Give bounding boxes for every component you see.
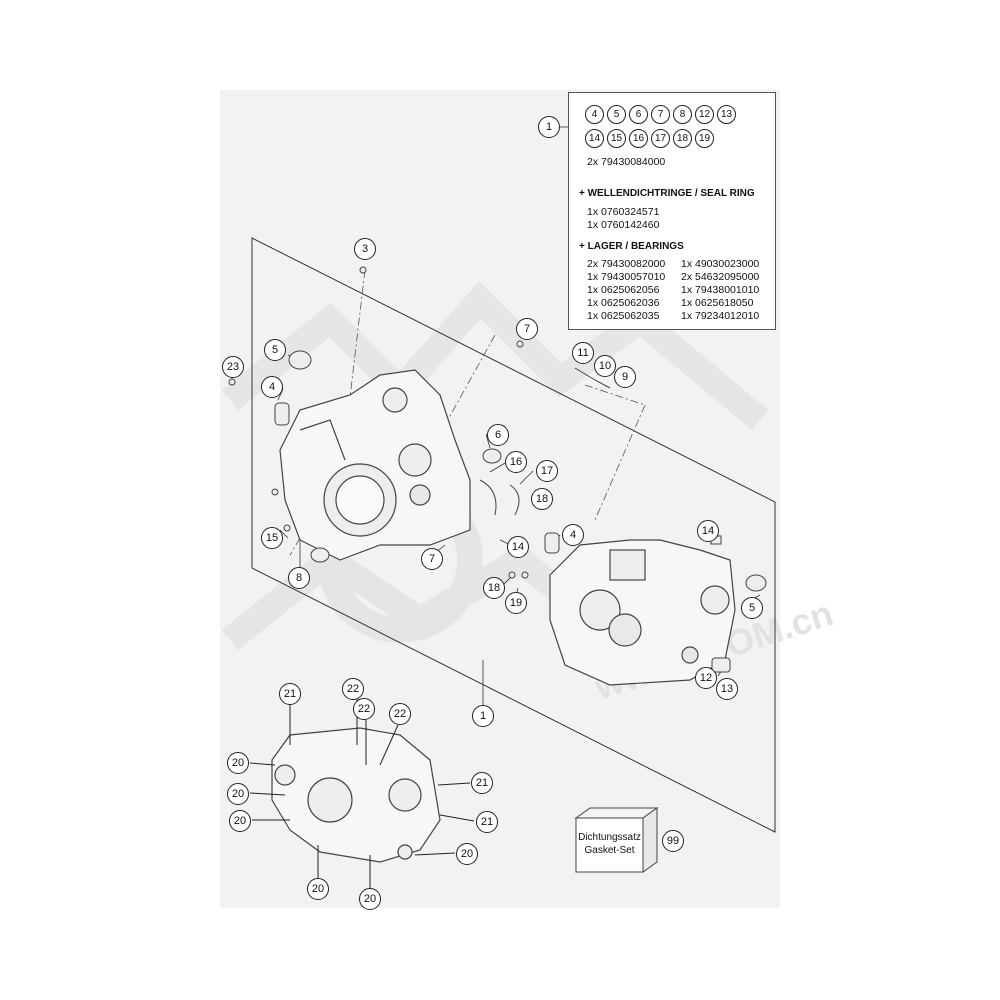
callout-18: 18 <box>483 577 505 599</box>
left-crankcase-half <box>279 369 471 561</box>
callout-19: 19 <box>505 592 527 614</box>
callout-4: 4 <box>261 376 283 398</box>
callout-10: 10 <box>594 355 616 377</box>
callout-22: 22 <box>353 698 375 720</box>
seal-part-number: 1x 0760324571 <box>587 206 660 218</box>
kit-item: 7 <box>651 105 670 124</box>
callout-99: 99 <box>662 830 684 852</box>
callout-3: 3 <box>354 238 376 260</box>
kit-item: 4 <box>585 105 604 124</box>
bearing-part-number: 1x 0625062036 <box>587 297 660 309</box>
callout-20: 20 <box>359 888 381 910</box>
kit-part-number: 2x 79430084000 <box>587 156 666 168</box>
kit-item: 16 <box>629 129 648 148</box>
callout-17: 17 <box>536 460 558 482</box>
callout-8: 8 <box>288 567 310 589</box>
callout-23: 23 <box>222 356 244 378</box>
kit-item: 5 <box>607 105 626 124</box>
callout-12: 12 <box>695 667 717 689</box>
kit-item: 14 <box>585 129 604 148</box>
bearing-part-number: 1x 0625062035 <box>587 310 660 322</box>
bearing-part-number: 2x 54632095000 <box>681 271 760 283</box>
callout-22: 22 <box>389 703 411 725</box>
kit-item: 18 <box>673 129 692 148</box>
callout-20: 20 <box>229 810 251 832</box>
gasket-set-label-de: Dichtungssatz <box>578 832 641 843</box>
kit-item: 12 <box>695 105 714 124</box>
kit-item: 15 <box>607 129 626 148</box>
callout-9: 9 <box>614 366 636 388</box>
bearing-part-number: 1x 49030023000 <box>681 258 760 270</box>
bearing-part-number: 1x 0625062056 <box>587 284 660 296</box>
inset-crankcase-view <box>271 727 441 863</box>
callout-16: 16 <box>505 451 527 473</box>
bearing-part-number: 1x 79438001010 <box>681 284 760 296</box>
callout-7: 7 <box>516 318 538 340</box>
callout-20: 20 <box>227 783 249 805</box>
small-parts <box>228 266 767 673</box>
kit-item: 19 <box>695 129 714 148</box>
callout-21: 21 <box>476 811 498 833</box>
bearings-heading: + LAGER / BEARINGS <box>579 241 684 252</box>
callout-1: 1 <box>538 116 560 138</box>
gasket-set-box-drawing <box>574 807 659 873</box>
parts-info-box: 4 5 6 7 8 12 13 14 15 16 17 18 19 2x 794… <box>568 92 776 330</box>
callout-1: 1 <box>472 705 494 727</box>
callout-5: 5 <box>741 597 763 619</box>
kit-item: 17 <box>651 129 670 148</box>
bearing-part-number: 2x 79430082000 <box>587 258 666 270</box>
callout-11: 11 <box>572 342 594 364</box>
kit-item: 6 <box>629 105 648 124</box>
seal-ring-heading: + WELLENDICHTRINGE / SEAL RING <box>579 188 755 199</box>
callout-22: 22 <box>342 678 364 700</box>
callout-21: 21 <box>471 772 493 794</box>
callout-21: 21 <box>279 683 301 705</box>
assembly-outline <box>251 237 776 833</box>
bearing-part-number: 1x 0625618050 <box>681 297 754 309</box>
callout-14: 14 <box>697 520 719 542</box>
callout-5: 5 <box>264 339 286 361</box>
bearing-part-number: 1x 79430057010 <box>587 271 666 283</box>
callout-20: 20 <box>307 878 329 900</box>
seal-part-number: 1x 0760142460 <box>587 219 660 231</box>
bearing-part-number: 1x 79234012010 <box>681 310 760 322</box>
inset-arrows <box>249 698 475 888</box>
right-crankcase-half <box>549 539 736 686</box>
callout-6: 6 <box>487 424 509 446</box>
callout-7: 7 <box>421 548 443 570</box>
kit-item: 8 <box>673 105 692 124</box>
callout-14: 14 <box>507 536 529 558</box>
callout-4: 4 <box>562 524 584 546</box>
callout-13: 13 <box>716 678 738 700</box>
callout-18: 18 <box>531 488 553 510</box>
gasket-set-label-en: Gasket-Set <box>584 845 635 856</box>
callout-20: 20 <box>227 752 249 774</box>
callout-20: 20 <box>456 843 478 865</box>
callout-15: 15 <box>261 527 283 549</box>
kit-item: 13 <box>717 105 736 124</box>
